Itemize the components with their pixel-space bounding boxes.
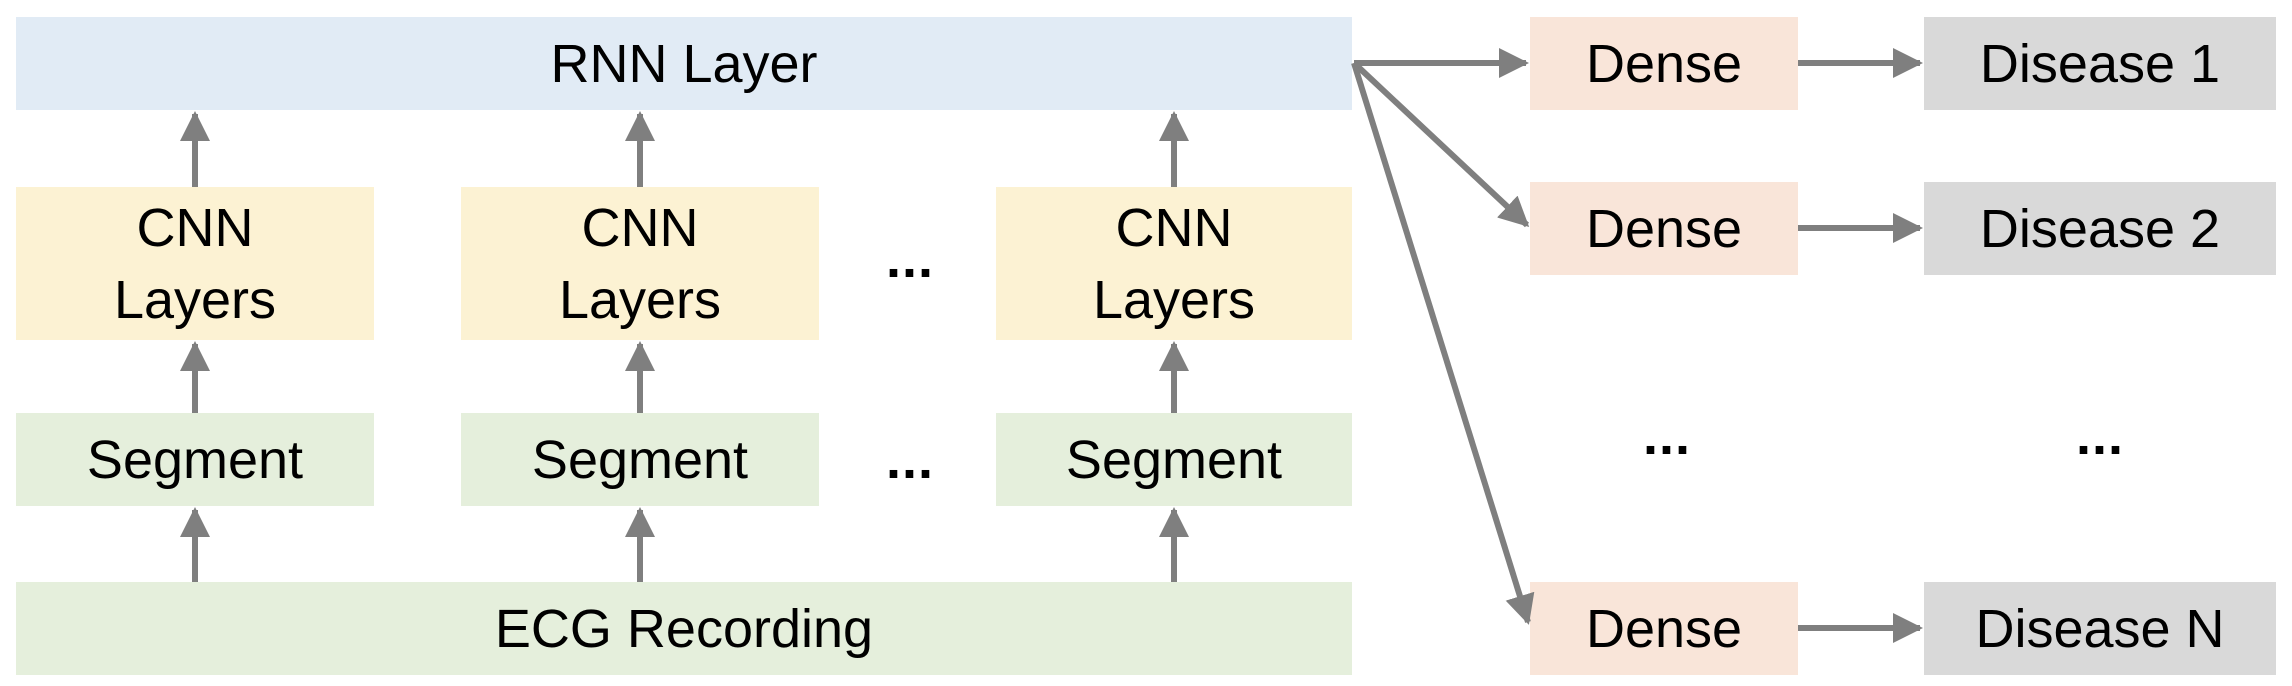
dense-label: Dense [1585,598,1743,659]
dense-box-2: Dense [1530,182,1798,275]
ellipsis-disease-column: ... [2075,406,2124,466]
dense-box-1: Dense [1530,17,1798,110]
arrow-rnn-to-dense-3 [1351,62,1535,625]
dense-box-3: Dense [1530,582,1798,675]
cnn-label-line2: Layers [1092,269,1256,330]
cnn-label-line1: CNN [581,197,699,258]
cnn-layers-box-1: CNN Layers [16,187,374,340]
dense-label: Dense [1585,33,1743,94]
disease-label: Disease 1 [1979,33,2221,94]
rnn-layer-box: RNN Layer [16,17,1352,110]
cnn-label-line1: CNN [136,197,254,258]
segment-label: Segment [86,429,304,490]
arrow-rnn-to-dense-2 [1351,60,1530,228]
ellipsis-dense-column: ... [1642,406,1691,466]
cnn-layers-box-3: CNN Layers [996,187,1352,340]
cnn-label-line1: CNN [1115,197,1233,258]
cnn-layers-box-2: CNN Layers [461,187,819,340]
ecg-recording-box: ECG Recording [16,582,1352,675]
disease-label: Disease 2 [1979,198,2221,259]
segment-box-1: Segment [16,413,374,506]
disease-box-1: Disease 1 [1924,17,2276,110]
dense-label: Dense [1585,198,1743,259]
segment-label: Segment [531,429,749,490]
rnn-layer-label: RNN Layer [550,33,818,94]
segment-box-3: Segment [996,413,1352,506]
disease-box-2: Disease 2 [1924,182,2276,275]
segment-box-2: Segment [461,413,819,506]
ecg-recording-label: ECG Recording [494,598,874,659]
disease-label: Disease N [1975,598,2225,659]
ellipsis-cnn-row: ... [885,229,934,289]
ellipsis-segment-row: ... [885,430,934,490]
disease-box-n: Disease N [1924,582,2276,675]
segment-label: Segment [1065,429,1283,490]
cnn-label-line2: Layers [558,269,722,330]
cnn-label-line2: Layers [113,269,277,330]
